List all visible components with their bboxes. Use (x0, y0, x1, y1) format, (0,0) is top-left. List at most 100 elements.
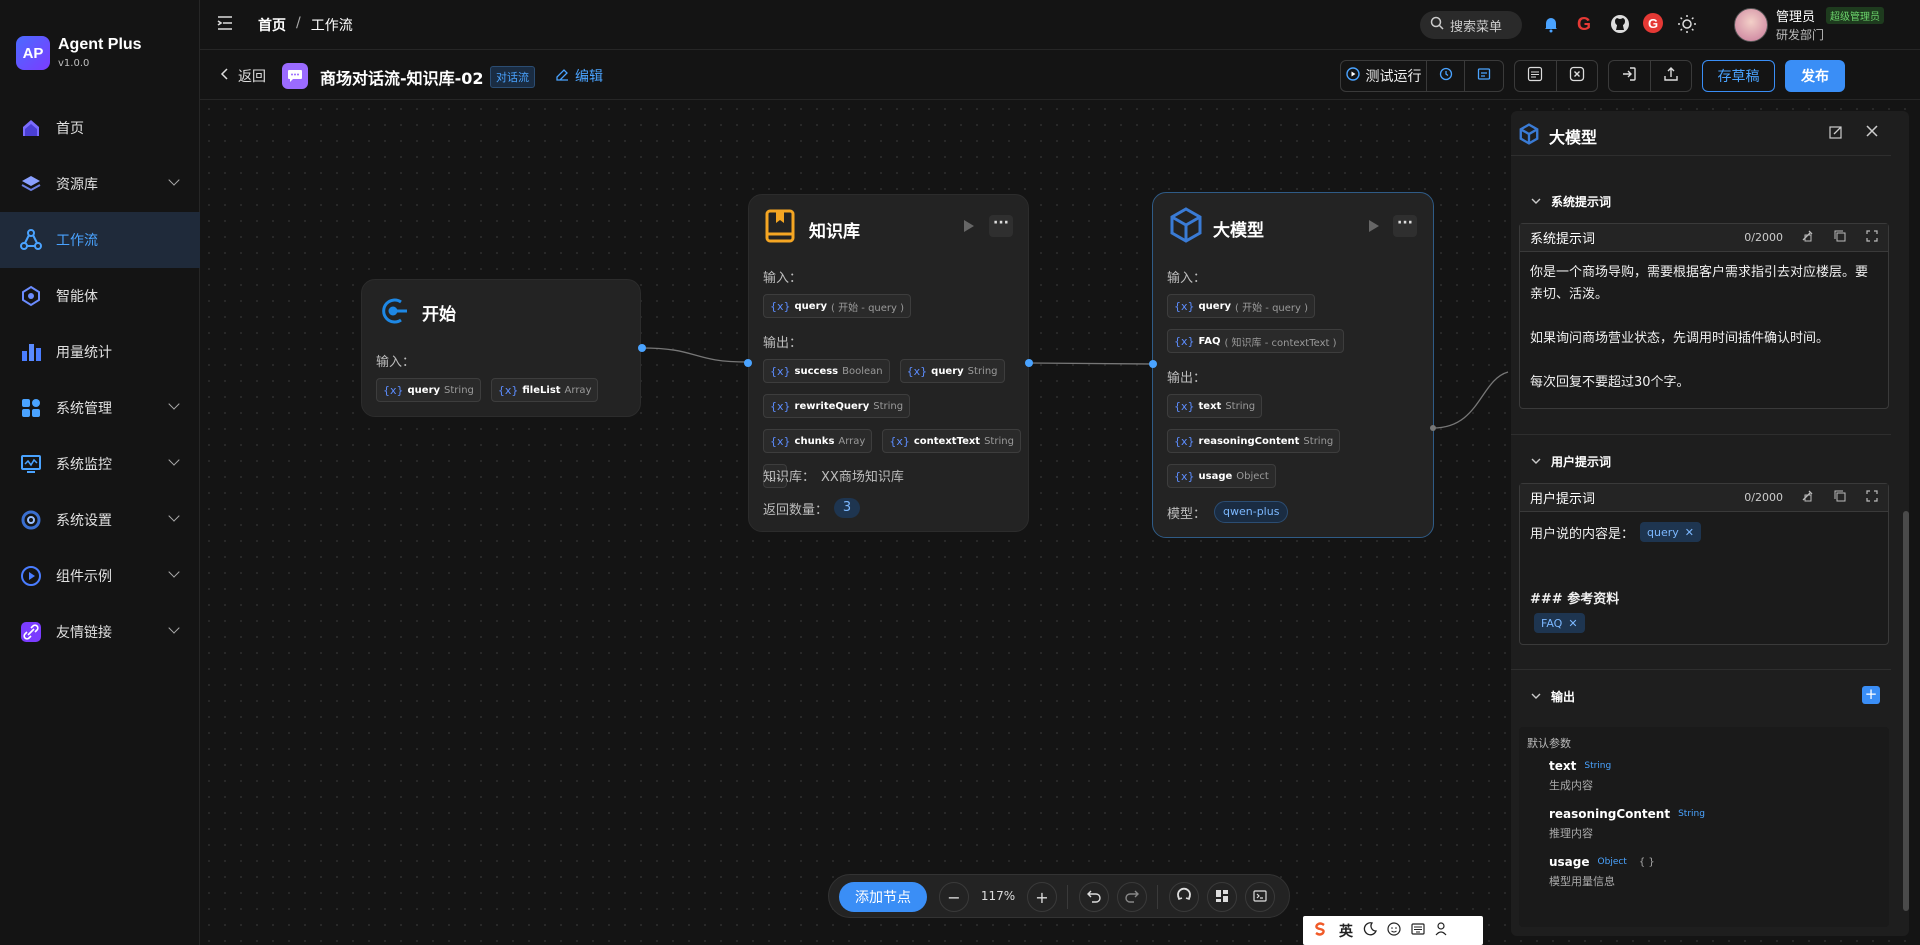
llm-output-port[interactable] (1430, 425, 1436, 431)
console-button[interactable] (1245, 882, 1275, 912)
plus-icon: + (1864, 685, 1878, 703)
moon-icon[interactable] (1363, 921, 1377, 940)
magic-wand-icon[interactable] (1801, 229, 1814, 246)
prompt-line: 用户说的内容是：query✕ (1530, 522, 1878, 542)
start-output-port[interactable] (638, 344, 646, 352)
sidebar-item-usage[interactable]: 用量统计 (0, 326, 200, 378)
variables-button[interactable] (1465, 61, 1503, 91)
emoji-icon[interactable] (1387, 921, 1401, 940)
sidebar-item-links[interactable]: 友情链接 (0, 606, 200, 658)
user-skin-icon[interactable] (1435, 921, 1449, 940)
add-node-button[interactable]: 添加节点 (839, 882, 927, 912)
sidebar-item-sysmgmt[interactable]: 系统管理 (0, 382, 200, 434)
kb-output-port[interactable] (1025, 359, 1033, 367)
theme-sun-icon[interactable] (1677, 14, 1697, 38)
ime-mode[interactable]: 英 (1339, 923, 1353, 940)
env-button[interactable] (1515, 61, 1557, 91)
magic-wand-icon[interactable] (1801, 489, 1814, 506)
edit-icon (556, 68, 569, 85)
node-knowledge-base[interactable]: 知识库 ··· 输入： {x}query( 开始 - query ) 输出： {… (748, 194, 1029, 532)
gitcode-icon[interactable]: G (1643, 13, 1663, 33)
menu-collapse-icon[interactable] (216, 14, 234, 36)
sogou-icon[interactable] (1311, 919, 1329, 942)
sidebar-item-components[interactable]: 组件示例 (0, 550, 200, 602)
edit-button[interactable]: 编辑 (556, 66, 603, 86)
sidebar-item-label: 智能体 (56, 289, 98, 305)
output-section-header[interactable]: 输出 (1531, 688, 1575, 705)
run-node-icon[interactable] (1368, 219, 1380, 237)
fullscreen-icon[interactable] (1866, 229, 1878, 246)
variable-icon: {x} (1174, 399, 1195, 413)
copy-icon[interactable] (1834, 230, 1846, 246)
redo-icon (1125, 888, 1139, 907)
env-icon (1527, 66, 1543, 86)
fullscreen-icon[interactable] (1866, 489, 1878, 506)
default-params-label: 默认参数 (1527, 737, 1571, 750)
redo-button[interactable] (1117, 882, 1147, 912)
sidebar-item-agent[interactable]: 智能体 (0, 270, 200, 322)
clear-button[interactable] (1557, 61, 1598, 91)
kb-input-port[interactable] (744, 359, 752, 367)
bell-icon[interactable] (1542, 15, 1560, 37)
undo-button[interactable] (1079, 882, 1109, 912)
sidebar-item-monitor[interactable]: 系统监控 (0, 438, 200, 490)
node-llm[interactable]: 大模型 ··· 输入： {x}query( 开始 - query ) {x}FA… (1152, 192, 1434, 538)
variable-chip[interactable]: FAQ✕ (1534, 613, 1585, 633)
user-prompt-editor[interactable]: 用户说的内容是：query✕ ### 参考资料 FAQ✕ (1520, 512, 1888, 643)
github-icon[interactable] (1610, 14, 1630, 38)
more-outputs-tag[interactable]: ... (763, 464, 787, 488)
close-icon: ✕ (1684, 525, 1694, 539)
sidebar-item-settings[interactable]: 系统设置 (0, 494, 200, 546)
save-draft-button[interactable]: 存草稿 (1702, 60, 1775, 92)
edit-icon[interactable] (1829, 125, 1843, 143)
more-icon[interactable]: ··· (989, 215, 1013, 237)
cube-icon (1169, 207, 1203, 247)
app-version: v1.0.0 (58, 58, 90, 69)
book-icon (765, 209, 795, 247)
user-name: 管理员 (1776, 10, 1816, 25)
system-prompt-editor[interactable]: 你是一个商场导购，需要根据客户需求指引去对应楼层。要亲切、活泼。 如果询问商场营… (1520, 252, 1888, 404)
import-button[interactable] (1609, 61, 1651, 91)
run-node-icon[interactable] (963, 219, 975, 237)
sidebar-item-home[interactable]: 首页 (0, 102, 200, 154)
system-prompt-section-header[interactable]: 系统提示词 (1531, 193, 1611, 210)
keyboard-icon[interactable] (1411, 922, 1425, 939)
zoom-in-button[interactable]: + (1027, 882, 1057, 912)
history-button[interactable] (1427, 61, 1465, 91)
search-menu-button[interactable]: 搜索菜单 (1420, 11, 1522, 39)
sidebar-item-workflow[interactable]: 工作流 (0, 212, 200, 268)
close-icon[interactable] (1866, 125, 1878, 141)
variable-chip[interactable]: query✕ (1640, 522, 1701, 542)
gitee-icon[interactable]: G (1577, 14, 1592, 34)
divider (1511, 669, 1891, 670)
run-group: 测试运行 (1340, 60, 1504, 92)
export-button[interactable] (1651, 61, 1692, 91)
return-count-value: 3 (834, 498, 861, 518)
zoom-out-button[interactable]: − (939, 882, 969, 912)
copy-icon[interactable] (1834, 490, 1846, 506)
more-icon[interactable]: ··· (1393, 215, 1417, 237)
avatar[interactable] (1734, 8, 1768, 42)
divider (1511, 155, 1891, 156)
sidebar: AP Agent Plus v1.0.0 首页 资源库 工作流 智能体 用量统计… (0, 0, 200, 945)
back-button[interactable]: 返回 (220, 66, 266, 86)
auto-layout-button[interactable] (1169, 882, 1199, 912)
panel-scrollbar[interactable] (1903, 511, 1909, 911)
sidebar-item-resources[interactable]: 资源库 (0, 158, 200, 210)
model-tag: qwen-plus (1214, 501, 1289, 523)
publish-button[interactable]: 发布 (1785, 60, 1845, 92)
input-tag: {x}query( 开始 - query ) (763, 294, 912, 318)
minimap-button[interactable] (1207, 882, 1237, 912)
add-output-button[interactable]: + (1862, 686, 1880, 704)
user-prompt-section-header[interactable]: 用户提示词 (1531, 453, 1611, 470)
breadcrumb-home[interactable]: 首页 (258, 18, 286, 34)
input-tag: {x}query( 开始 - query ) (1167, 294, 1316, 318)
llm-input-port[interactable] (1149, 360, 1157, 368)
test-run-button[interactable]: 测试运行 (1341, 61, 1427, 91)
